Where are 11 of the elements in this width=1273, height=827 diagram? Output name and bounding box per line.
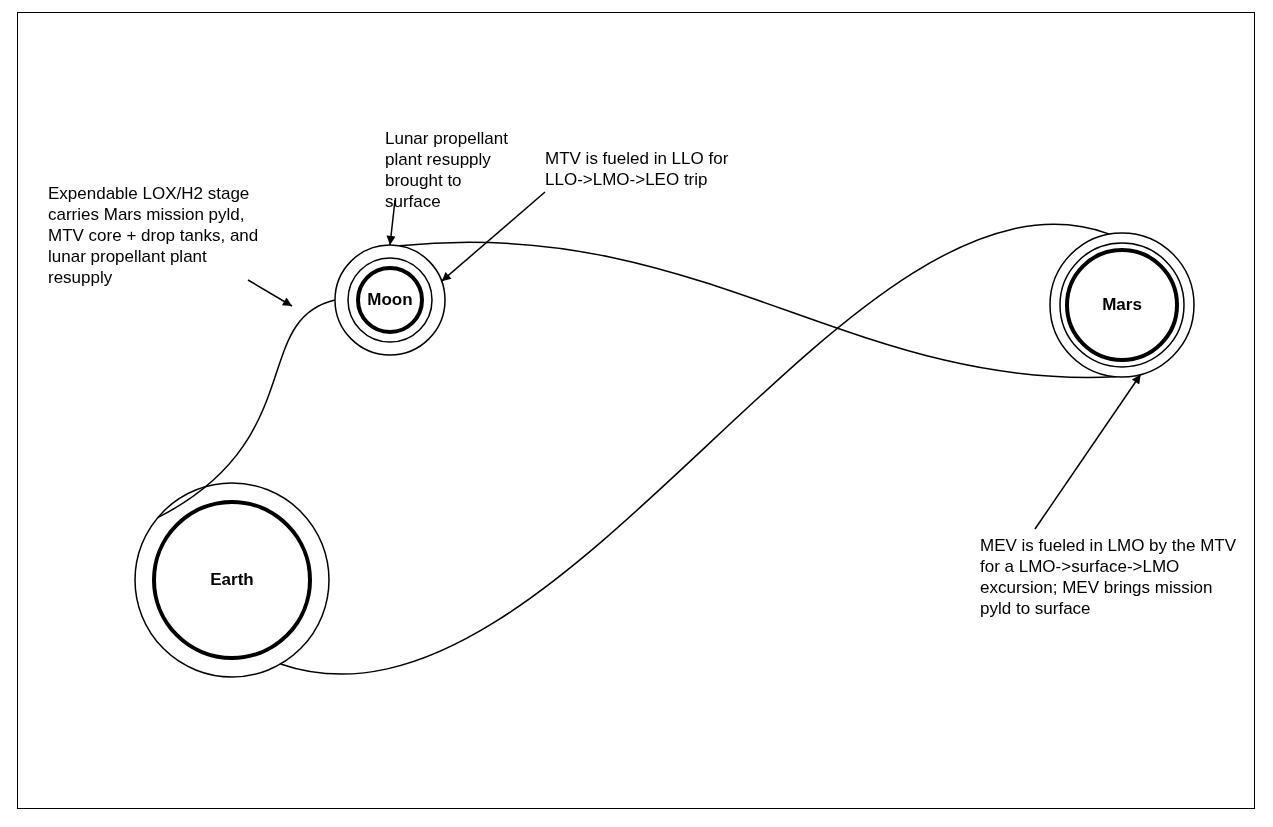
annotation-text: Lunar propellant plant resupply brought to surface bbox=[385, 128, 510, 212]
leader-arrow bbox=[440, 191, 546, 282]
planet-label: Mars bbox=[1102, 295, 1142, 315]
leader-arrow bbox=[1034, 373, 1142, 530]
annotation-text: Expendable LOX/H2 stage carries Mars mission pyld, MTV core + drop tanks, and lunar propellant plant resupply bbox=[48, 183, 263, 288]
trajectory-line bbox=[156, 299, 336, 519]
annotation-text: MEV is fueled in LMO by the MTV for a LMO->surface->LMO excursion; MEV brings mission pyld to surface bbox=[980, 535, 1245, 619]
annotation-text: MTV is fueled in LLO for LLO->LMO->LEO trip bbox=[545, 148, 755, 190]
leader-arrow bbox=[247, 279, 293, 307]
planet-label: Earth bbox=[210, 570, 254, 590]
planet-label: Moon bbox=[367, 290, 413, 310]
